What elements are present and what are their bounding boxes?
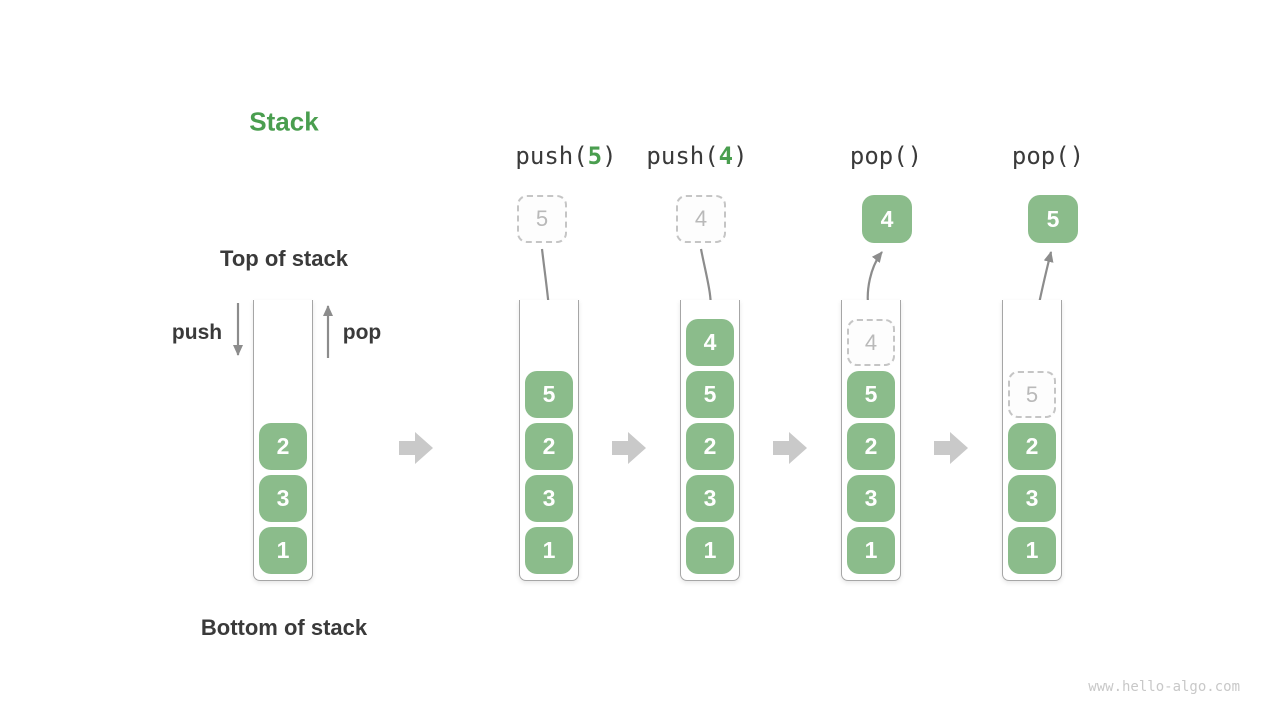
flow-arrows — [233, 248, 1054, 365]
stack-box: 1 — [525, 527, 573, 574]
stack-box: 2 — [847, 423, 895, 470]
stack-box-dashed: 5 — [1008, 371, 1056, 418]
pop-label: pop — [342, 321, 382, 344]
operation-label-suffix: ) — [907, 142, 923, 170]
operation-label-push-5: push(5) — [515, 142, 616, 170]
operation-label-prefix: pop( — [849, 142, 908, 170]
stack-box: 2 — [525, 423, 573, 470]
operation-label-prefix: push( — [515, 142, 588, 170]
push-label: push — [171, 321, 223, 344]
stack-box: 3 — [847, 475, 895, 522]
popped-value-box: 5 — [1028, 195, 1078, 243]
next-stage-block-arrow-4 — [934, 432, 968, 464]
operation-label-arg: 4 — [718, 142, 734, 170]
stack-box: 2 — [1008, 423, 1056, 470]
operation-label-suffix: ) — [1069, 142, 1085, 170]
pushed-value-box: 5 — [517, 195, 567, 243]
next-stage-block-arrow-3 — [773, 432, 807, 464]
stack-box: 4 — [686, 319, 734, 366]
stack-box: 2 — [686, 423, 734, 470]
next-stage-block-arrow-2 — [612, 432, 646, 464]
operation-label-suffix: ) — [733, 142, 748, 170]
watermark: www.hello-algo.com — [1088, 679, 1240, 695]
stack-box: 3 — [686, 475, 734, 522]
stack-box: 1 — [1008, 527, 1056, 574]
stack-box: 3 — [525, 475, 573, 522]
stack-box-dashed: 4 — [847, 319, 895, 366]
diagram-title: Stack — [249, 106, 319, 137]
stack-box: 3 — [259, 475, 307, 522]
stack-box: 5 — [525, 371, 573, 418]
stack-box: 3 — [1008, 475, 1056, 522]
bottom-of-stack-label: Bottom of stack — [200, 615, 368, 640]
top-of-stack-label: Top of stack — [220, 246, 348, 271]
operation-label-prefix: push( — [646, 142, 719, 170]
operation-label-push-4: push(4) — [646, 142, 747, 170]
pushed-value-box: 4 — [676, 195, 726, 243]
operation-label-pop-second: pop() — [1012, 142, 1084, 170]
operation-label-suffix: ) — [602, 142, 617, 170]
operation-label-prefix: pop( — [1011, 142, 1070, 170]
operation-label-pop-first: pop() — [850, 142, 922, 170]
operation-label-arg: 5 — [587, 142, 603, 170]
stack-box: 2 — [259, 423, 307, 470]
stack-box: 1 — [686, 527, 734, 574]
popped-value-box: 4 — [862, 195, 912, 243]
stack-box: 1 — [259, 527, 307, 574]
stack-box: 5 — [847, 371, 895, 418]
stack-box: 1 — [847, 527, 895, 574]
next-stage-block-arrow-1 — [399, 432, 433, 464]
stack-box: 5 — [686, 371, 734, 418]
